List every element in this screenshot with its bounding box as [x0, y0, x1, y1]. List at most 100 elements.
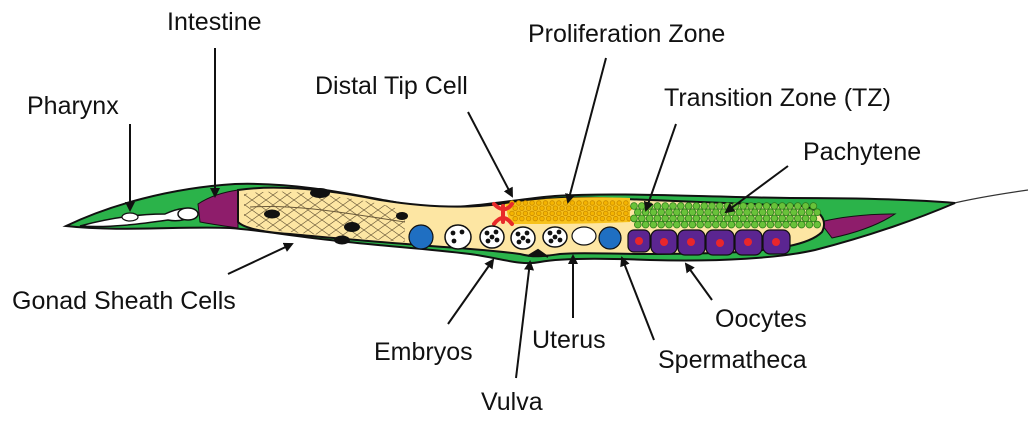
pachytene-cell: [759, 221, 766, 228]
proliferation-cell: [533, 216, 538, 221]
pachytene-cell: [794, 203, 801, 210]
pachytene-cell: [712, 221, 719, 228]
pachytene-cell: [662, 215, 669, 222]
embryo-nucleus: [516, 232, 521, 237]
proliferation-cell: [587, 206, 592, 211]
proliferation-cell: [577, 211, 582, 216]
pachytene-cell: [787, 215, 794, 222]
embryo-nucleus: [494, 230, 499, 235]
label-uterus: Uterus: [532, 328, 606, 353]
proliferation-cell: [543, 211, 548, 216]
pharynx-bulb: [178, 208, 198, 220]
embryo-nucleus: [525, 231, 530, 236]
proliferation-cell: [513, 206, 518, 211]
proliferation-cell: [617, 201, 622, 206]
tail-filament: [950, 190, 1028, 204]
proliferation-cell: [516, 201, 521, 206]
pachytene-cell: [724, 215, 731, 222]
embryo-nucleus: [495, 238, 500, 243]
proliferation-cell: [553, 206, 558, 211]
proliferation-cell: [620, 206, 625, 211]
proliferation-cell: [520, 216, 525, 221]
pachytene-cell: [701, 203, 708, 210]
pachytene-cell: [744, 221, 751, 228]
pachytene-cell: [755, 215, 762, 222]
proliferation-cell: [610, 201, 615, 206]
proliferation-cell: [587, 216, 592, 221]
pachytene-cell: [798, 209, 805, 216]
embryo-nucleus: [557, 230, 562, 235]
proliferation-cell: [597, 211, 602, 216]
pachytene-cell: [814, 221, 821, 228]
pachytene-cell: [751, 221, 758, 228]
proliferation-cell: [557, 211, 562, 216]
proliferation-cell: [540, 206, 545, 211]
oocytes-group: [628, 230, 790, 255]
label-intestine: Intestine: [167, 10, 262, 35]
pachytene-cell: [794, 215, 801, 222]
proliferation-cell: [613, 206, 618, 211]
pachytene-cell: [646, 215, 653, 222]
pachytene-cell: [740, 203, 747, 210]
embryo-nucleus: [558, 238, 563, 243]
pachytene-cell: [716, 203, 723, 210]
pachytene-cell: [638, 215, 645, 222]
pachytene-cell: [685, 203, 692, 210]
pachytene-cell: [658, 221, 665, 228]
sheath-nucleus: [264, 210, 280, 219]
proliferation-cell: [523, 211, 528, 216]
pachytene-cell: [650, 221, 657, 228]
oocyte-nucleus: [660, 238, 668, 246]
pachytene-cell: [638, 203, 645, 210]
pachytene-cell: [716, 215, 723, 222]
label-pachytene: Pachytene: [803, 140, 921, 165]
pachytene-cell: [666, 209, 673, 216]
proliferation-cell: [620, 216, 625, 221]
proliferation-cell: [613, 216, 618, 221]
proliferation-cell: [526, 206, 531, 211]
oocyte-nucleus: [687, 238, 695, 246]
pachytene-cell: [736, 209, 743, 216]
proliferation-cell: [583, 201, 588, 206]
blue-cell: [409, 225, 433, 249]
pachytene-cell: [654, 203, 661, 210]
label-oocytes: Oocytes: [715, 307, 807, 332]
pachytene-cell: [666, 221, 673, 228]
pachytene-cell: [744, 209, 751, 216]
pachytene-cell: [709, 215, 716, 222]
pachytene-cell: [634, 221, 641, 228]
pachytene-cell: [767, 221, 774, 228]
pachytene-cell: [810, 203, 817, 210]
proliferation-cell: [604, 211, 609, 216]
pachytene-cell: [705, 221, 712, 228]
pachytene-cell: [736, 221, 743, 228]
label-proliferation-zone: Proliferation Zone: [528, 22, 725, 47]
proliferation-cell: [600, 206, 605, 211]
label-vulva: Vulva: [481, 390, 543, 415]
proliferation-cell: [557, 201, 562, 206]
proliferation-cell: [560, 206, 565, 211]
proliferation-cell: [570, 211, 575, 216]
pachytene-cell: [771, 203, 778, 210]
embryo-nucleus: [526, 239, 531, 244]
label-pharynx: Pharynx: [27, 94, 119, 119]
pachytene-cell: [763, 203, 770, 210]
pachytene-cell: [751, 209, 758, 216]
pachytene-cell: [712, 209, 719, 216]
pachytene-cell: [677, 203, 684, 210]
pachytene-cell: [775, 221, 782, 228]
proliferation-cell: [537, 211, 542, 216]
pachytene-cell: [670, 203, 677, 210]
pachytene-cell: [755, 203, 762, 210]
arrow-embryos: [448, 260, 493, 324]
embryo-nucleus: [486, 239, 491, 244]
proliferation-cell: [526, 216, 531, 221]
arrow-distal-tip-cell: [468, 112, 512, 196]
pachytene-cell: [673, 221, 680, 228]
embryo-nucleus: [460, 230, 465, 235]
pachytene-cell: [775, 209, 782, 216]
proliferation-cell: [610, 211, 615, 216]
pachytene-cell: [767, 209, 774, 216]
pachytene-cell: [790, 221, 797, 228]
